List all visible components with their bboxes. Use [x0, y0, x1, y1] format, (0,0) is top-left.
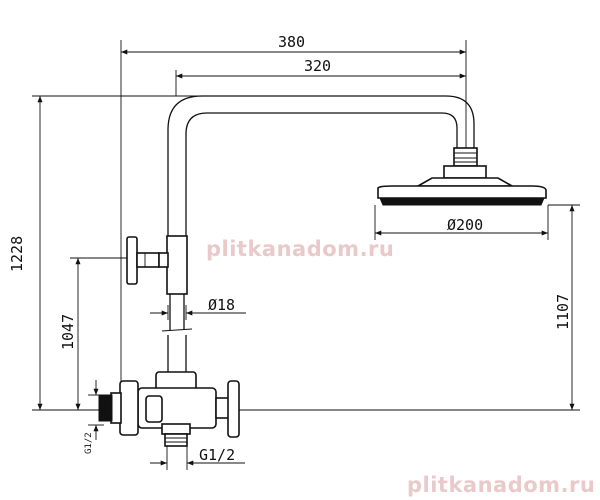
watermark-center: plitkanadom.ru [206, 237, 394, 261]
shower-arm [167, 95, 475, 238]
head-diameter-label: Ø200 [447, 216, 483, 234]
inlet-thread-label: G1/2 [199, 446, 235, 464]
side-thread-label: G1/2 [84, 432, 94, 454]
total-height-label: 1228 [8, 236, 26, 272]
shower-head [377, 177, 547, 206]
outlet-height-label: 1107 [554, 294, 572, 330]
valve-height-label: 1047 [59, 314, 77, 350]
pipe-diameter-label: Ø18 [208, 296, 235, 314]
riser-pipe [161, 235, 193, 375]
overall-width-label: 380 [278, 33, 305, 51]
arm-width-label: 320 [304, 57, 331, 75]
mixer-valve [98, 371, 240, 447]
arm-swivel-joint [443, 147, 487, 179]
diverter-handle [126, 236, 169, 285]
watermark-bottom: plitkanadom.ru [407, 473, 595, 497]
